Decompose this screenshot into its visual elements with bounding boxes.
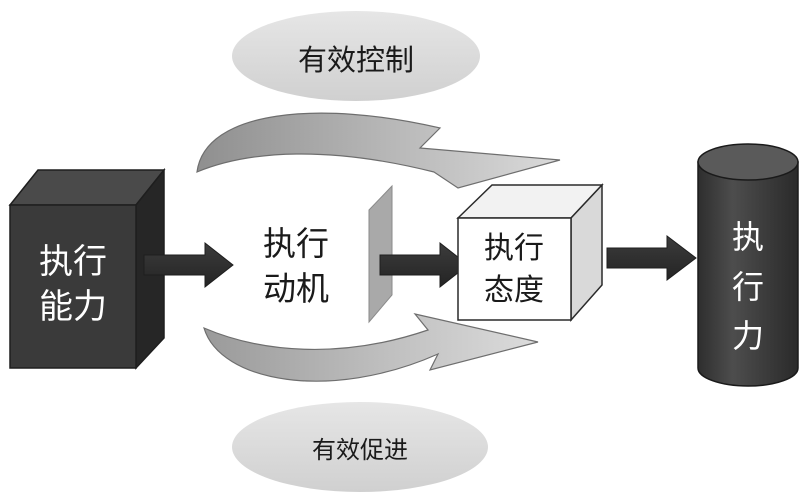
cylinder-label-line3: 力: [732, 317, 764, 355]
bottom-curved-arrow: [203, 313, 539, 382]
motivation-label-line2: 动机: [263, 269, 329, 308]
bottom-ellipse-label: 有效促进: [312, 436, 408, 464]
top-curved-arrow: [196, 112, 561, 189]
filter-panel: [368, 184, 393, 324]
motivation-label-line1: 执行: [263, 224, 329, 263]
ability-cube: 执行 能力: [8, 167, 166, 370]
top-ellipse-label: 有效控制: [298, 43, 414, 77]
top-ellipse: 有效控制: [232, 11, 480, 101]
cylinder-label-line1: 执: [732, 218, 764, 256]
bottom-ellipse: 有效促进: [232, 402, 488, 492]
cylinder-label-line2: 行: [732, 268, 764, 306]
attitude-cube-label-line2: 态度: [484, 273, 544, 308]
attitude-cube: 执行 态度: [456, 183, 604, 322]
power-cylinder: 执 行 力: [697, 143, 799, 387]
ability-cube-label-line2: 能力: [39, 287, 107, 327]
motivation-label: 执行 动机: [263, 224, 329, 308]
arrow-motivation-to-attitude: [379, 241, 469, 289]
arrow-ability-to-motivation: [143, 241, 234, 289]
arrow-attitude-to-power: [606, 234, 697, 282]
ability-cube-label-line1: 执行: [39, 242, 107, 282]
attitude-cube-label-line1: 执行: [484, 231, 544, 266]
